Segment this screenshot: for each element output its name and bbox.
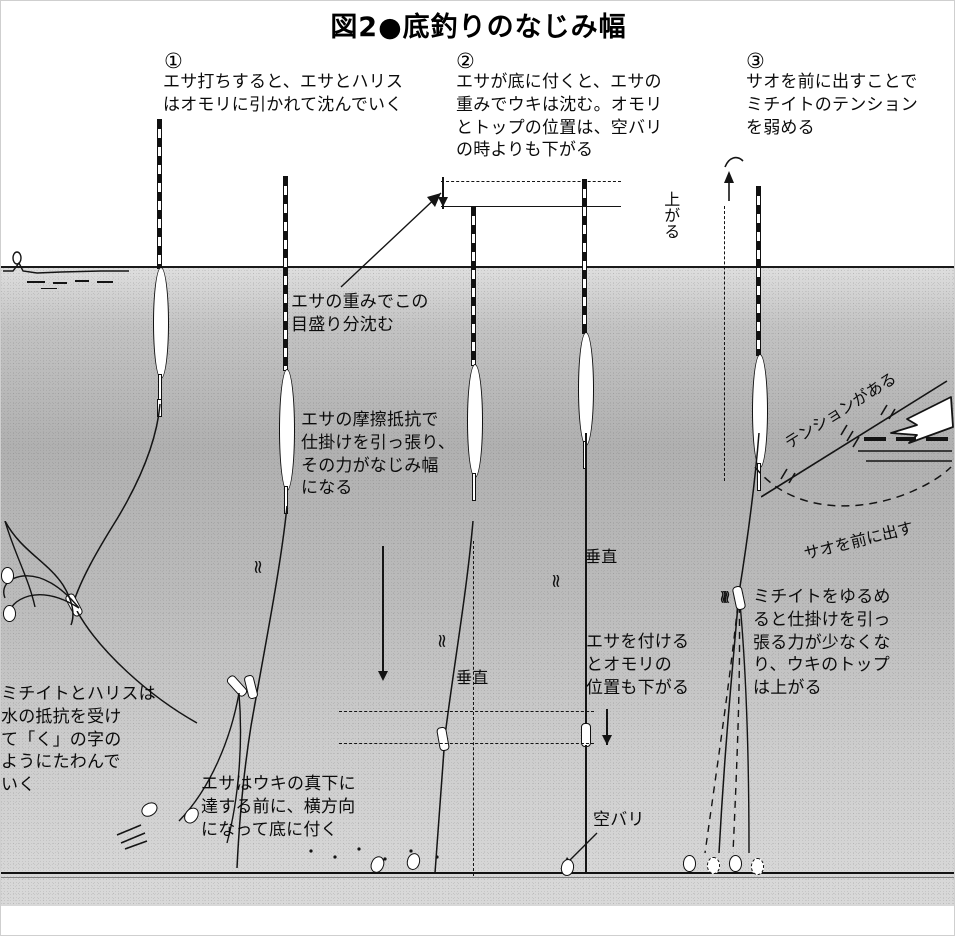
weight-measure-arrow (602, 735, 612, 745)
annotation-rises: 上がる (661, 191, 681, 239)
tension-line (761, 380, 948, 498)
friction-arrow-shaft (382, 546, 384, 676)
friction-arrow-head (378, 671, 388, 681)
bottom-speckle-marks (309, 847, 439, 861)
leader-meter-sink (340, 192, 442, 288)
line-break-mark-6: ≈ (715, 589, 737, 605)
najimi-down-arrow (438, 197, 448, 207)
bait-5c (729, 855, 742, 872)
float-3 (467, 206, 483, 536)
water-surface-line (1, 266, 954, 268)
rig-line-4 (585, 433, 587, 725)
hook-line-4 (585, 745, 587, 872)
float-1-body (153, 267, 169, 379)
annotation-empty-hook: 空バリ (593, 810, 645, 830)
rig-line-5 (704, 433, 760, 854)
bait-5d (751, 858, 764, 875)
float-3-top-stem (471, 206, 476, 366)
rise-indicator (724, 156, 744, 201)
panel-2-number: ② (456, 49, 475, 73)
panel-3-number: ③ (746, 49, 765, 73)
page-title: 図2●底釣りのなじみ幅 (330, 12, 627, 43)
panel-2-text: エサが底に付くと、エサの 重みでウキは沈む。オモリ とトップの位置は、空バリ の… (456, 72, 663, 161)
float-4-body (578, 332, 594, 446)
annotation-esa-omori: エサを付ける とオモリの 位置も下がる (586, 632, 690, 698)
bait-1b (3, 605, 16, 622)
float-2 (279, 176, 295, 514)
annotation-friction: エサの摩擦抵抗で 仕掛けを引っ張り、 その力がなじみ幅 になる (301, 410, 456, 499)
lake-bed-line (1, 872, 954, 874)
najimi-measure-bar (442, 177, 444, 209)
float-5-top-stem (756, 186, 761, 356)
float-2-top-stem (283, 176, 288, 371)
weight-measure-bar (606, 709, 608, 745)
weight-reference-line-upper (339, 711, 594, 712)
annotation-michiito-harisu: ミチイトとハリスは 水の抵抗を受け て「く」の字の ようにたわんで いく (1, 684, 156, 796)
float-2-body (279, 369, 295, 491)
float-4-top-stem (582, 179, 587, 334)
line-break-mark-2: ≈ (247, 559, 269, 575)
float-3-tail (472, 473, 476, 501)
vertical-reference-3 (473, 541, 474, 876)
annotation-loosen: ミチイトをゆるめ ると仕掛けを引っ 張る力が少なくな り、ウキのトップ は上がる (753, 587, 891, 699)
lake-bed-shadow-line (1, 877, 954, 878)
vertical-label-2: 垂直 (585, 547, 618, 566)
rod-push-arrow (890, 396, 954, 444)
motion-dashes (858, 437, 952, 462)
bait-1a (1, 567, 14, 584)
rig-line-1 (72, 403, 161, 605)
panel-1-number: ① (164, 49, 183, 73)
line-break-mark-4: ≈ (545, 573, 567, 589)
bait-5a (683, 855, 696, 872)
annotation-meter-sink: エサの重みでこの 目盛り分沈む (291, 292, 429, 335)
float-1 (153, 119, 169, 419)
reference-line-lower (441, 206, 621, 207)
rig-line-2 (236, 506, 288, 869)
panel-3-text: サオを前に出すことで ミチイトのテンション を弱める (746, 72, 918, 138)
float-5 (752, 186, 768, 526)
annotation-esa-under-uki: エサはウキの真下に 達する前に、横方向 になって底に付く (201, 774, 356, 840)
rig-line-1b (76, 611, 198, 724)
line-break-mark-3: ≈ (431, 633, 453, 649)
bottom-debris-marks (116, 824, 148, 850)
water-ripple-marks (3, 251, 129, 289)
left-slack-loop (4, 521, 74, 626)
float-5-ghost-stem (724, 206, 725, 481)
slack-line-curve (754, 466, 952, 507)
float-1-top-stem (157, 119, 162, 269)
bait-5b (707, 857, 720, 874)
reference-line-top (441, 181, 621, 182)
page-bottom-margin (1, 906, 954, 935)
panel-1-text: エサ打ちすると、エサとハリス はオモリに引かれて沈んでいく (163, 72, 404, 115)
weight-reference-line-lower (339, 743, 594, 744)
vertical-label-1: 垂直 (456, 668, 489, 687)
float-5-tail (757, 463, 761, 491)
rig-line-3 (434, 521, 474, 874)
